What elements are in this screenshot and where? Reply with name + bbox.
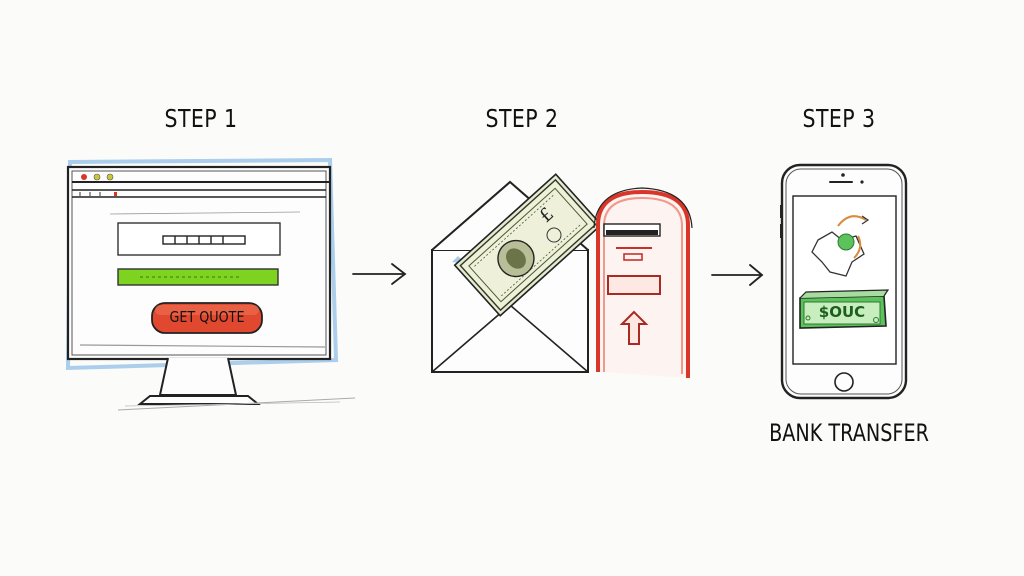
arrow-right-icon xyxy=(352,263,407,285)
step-1-title: STEP 1 xyxy=(164,104,238,133)
bill-amount-label: $OUC xyxy=(818,303,866,321)
cash-bills-icon: £ xyxy=(453,173,603,317)
get-quote-button[interactable] xyxy=(151,302,263,334)
arrow-right-icon xyxy=(711,264,764,286)
desktop-monitor-icon xyxy=(65,157,356,411)
step-3-title: STEP 3 xyxy=(802,104,876,133)
step-2-title: STEP 2 xyxy=(485,104,559,133)
mailbox-icon xyxy=(593,187,693,378)
bank-transfer-caption: BANK TRANSFER xyxy=(769,419,929,447)
smartphone-icon xyxy=(780,163,908,400)
get-quote-button-label: GET QUOTE xyxy=(169,308,245,326)
